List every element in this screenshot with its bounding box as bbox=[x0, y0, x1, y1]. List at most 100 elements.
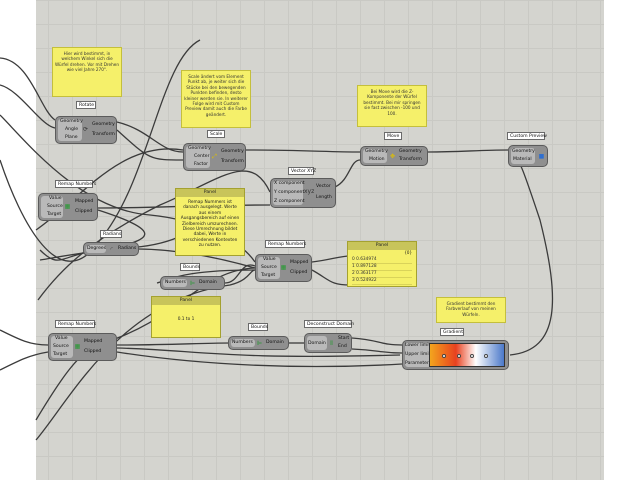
bounds1-component[interactable]: Numbers ⊫ Domain bbox=[160, 276, 225, 290]
vector-output-vector[interactable]: Vector bbox=[316, 184, 331, 189]
gradient-title: Gradient bbox=[440, 328, 464, 336]
panel1-text: Remap Nummers ist danach ausgelegt. Wert… bbox=[180, 200, 240, 249]
move-input-geometry[interactable]: Geometry bbox=[365, 149, 388, 154]
bounds-icon: ⊫ bbox=[256, 340, 263, 347]
remap2-input-value[interactable]: Value bbox=[263, 257, 276, 262]
rotate-input-angle[interactable]: Angle bbox=[65, 127, 79, 132]
panel3-header: Panel bbox=[152, 297, 220, 305]
panel2-row-1: 1 0.897128 bbox=[352, 263, 412, 271]
deconstruct-icon: ⫴ bbox=[330, 340, 333, 347]
panel2-row-3: 3 0.524922 bbox=[352, 277, 412, 285]
scale-output-geometry[interactable]: Geometry bbox=[221, 149, 244, 154]
remap3-output-clipped[interactable]: Clipped bbox=[84, 349, 102, 354]
scale-component[interactable]: Geometry Center Factor ⤢ Geometry Transf… bbox=[183, 143, 246, 171]
gradient-grip[interactable] bbox=[457, 354, 461, 358]
scale-icon: ⤢ bbox=[212, 153, 217, 160]
bounds-icon: ⊫ bbox=[189, 280, 196, 287]
bounds2-input-numbers[interactable]: Numbers bbox=[232, 340, 253, 345]
vector-input-y[interactable]: Y component bbox=[274, 190, 305, 195]
radians-icon: ◜ bbox=[110, 246, 113, 253]
remap3-output-mapped[interactable]: Mapped bbox=[84, 339, 103, 344]
panel2-path: {0} bbox=[404, 250, 412, 255]
bounds1-input-numbers[interactable]: Numbers bbox=[165, 280, 186, 285]
gradient-grip[interactable] bbox=[442, 354, 446, 358]
remap2-input-source[interactable]: Source bbox=[261, 265, 277, 270]
custom-preview-title: Custom Preview bbox=[507, 132, 547, 140]
remap3-input-value[interactable]: Value bbox=[55, 336, 68, 341]
scale-input-center[interactable]: Center bbox=[194, 154, 210, 159]
remap1-input-value[interactable]: Value bbox=[49, 196, 62, 201]
note-angle: Hier wird bestimmt, in welchem Winkel si… bbox=[52, 47, 122, 97]
move-component[interactable]: Geometry Motion ✥ Geometry Transform bbox=[360, 146, 428, 166]
rotate-input-plane[interactable]: Plane bbox=[65, 135, 78, 140]
bounds1-output-domain[interactable]: Domain bbox=[199, 280, 217, 285]
move-input-motion[interactable]: Motion bbox=[369, 157, 385, 162]
remap1-component[interactable]: Value Source Target ▦ Mapped Clipped bbox=[38, 193, 98, 221]
vector-icon: xyz bbox=[304, 188, 315, 195]
remap3-component[interactable]: Value Source Target ▦ Mapped Clipped bbox=[48, 333, 117, 361]
bounds2-title: Bounds bbox=[248, 323, 268, 331]
radians-input-degrees[interactable]: Degrees bbox=[87, 246, 107, 251]
remap2-title: Remap Numbers bbox=[265, 240, 306, 248]
gradient-input-parameter[interactable]: Parameter bbox=[405, 361, 429, 366]
bounds2-output-domain[interactable]: Domain bbox=[266, 340, 284, 345]
panel2-row-2: 2 0.363177 bbox=[352, 270, 412, 278]
gradient-input-upper[interactable]: Upper limit bbox=[405, 352, 431, 357]
custom-preview-input-material[interactable]: Material bbox=[513, 157, 532, 162]
remap2-component[interactable]: Value Source Target ▦ Mapped Clipped bbox=[255, 254, 312, 282]
vector-input-z[interactable]: Z component bbox=[274, 199, 305, 204]
move-output-transform[interactable]: Transform bbox=[399, 157, 422, 162]
gradient-grip[interactable] bbox=[470, 354, 474, 358]
note-gradient: Gradient bestimmt den Farbverlauf von me… bbox=[436, 297, 506, 323]
radians-title: Radians bbox=[100, 230, 122, 238]
remap1-title: Remap Numbers bbox=[55, 180, 96, 188]
radians-output-radians[interactable]: Radians bbox=[118, 246, 137, 251]
vector-xyz-component[interactable]: X component Y component Z component xyz … bbox=[270, 178, 336, 208]
rotate-output-transform[interactable]: Transform bbox=[92, 132, 115, 137]
move-title: Move bbox=[384, 132, 402, 140]
deconstruct-input-domain[interactable]: Domain bbox=[308, 341, 326, 346]
rotate-output-geometry[interactable]: Geometry bbox=[92, 122, 115, 127]
vector-output-length[interactable]: Length bbox=[316, 195, 332, 200]
remap1-output-clipped[interactable]: Clipped bbox=[75, 209, 93, 214]
custom-preview-component[interactable]: Geometry Material ■ bbox=[508, 145, 548, 167]
remap-icon: ▦ bbox=[280, 264, 287, 271]
remap3-input-target[interactable]: Target bbox=[53, 352, 68, 357]
custom-preview-input-geometry[interactable]: Geometry bbox=[512, 149, 535, 154]
panel-values[interactable]: Panel {0} 0 0.634974 1 0.897128 2 0.3631… bbox=[347, 241, 417, 287]
vector-input-x[interactable]: X component bbox=[274, 181, 305, 186]
rotate-title: Rotate bbox=[76, 101, 96, 109]
gradient-color-bar[interactable] bbox=[429, 343, 505, 367]
panel-remap-description[interactable]: Panel Remap Nummers ist danach ausgelegt… bbox=[175, 188, 245, 256]
deconstruct-component[interactable]: Domain ⫴ Start End bbox=[304, 333, 352, 353]
gradient-component[interactable]: Lower limit Upper limit Parameter bbox=[402, 340, 509, 370]
rotate-input-geometry[interactable]: Geometry bbox=[60, 119, 83, 124]
scale-input-geometry[interactable]: Geometry bbox=[188, 146, 211, 151]
bounds1-title: Bounds bbox=[180, 263, 200, 271]
preview-icon: ■ bbox=[538, 153, 545, 160]
panel-range[interactable]: Panel 0.1 to 1 bbox=[151, 296, 221, 338]
move-output-geometry[interactable]: Geometry bbox=[399, 149, 422, 154]
bounds2-component[interactable]: Numbers ⊫ Domain bbox=[228, 336, 289, 350]
right-margin bbox=[604, 0, 640, 480]
remap3-input-source[interactable]: Source bbox=[53, 344, 69, 349]
panel2-row-0: 0 0.634974 bbox=[352, 256, 412, 264]
remap2-output-mapped[interactable]: Mapped bbox=[290, 260, 309, 265]
remap1-input-target[interactable]: Target bbox=[47, 212, 62, 217]
deconstruct-output-start[interactable]: Start bbox=[338, 336, 350, 341]
gradient-grip[interactable] bbox=[484, 354, 488, 358]
scale-input-factor[interactable]: Factor bbox=[194, 162, 209, 167]
radians-component[interactable]: Degrees ◜ Radians bbox=[83, 242, 139, 256]
deconstruct-title: Deconstruct Domain bbox=[304, 320, 354, 328]
rotate-component[interactable]: Geometry Angle Plane ⟳ Geometry Transfor… bbox=[55, 116, 117, 144]
deconstruct-output-end[interactable]: End bbox=[338, 344, 347, 349]
move-icon: ✥ bbox=[389, 153, 396, 160]
remap2-output-clipped[interactable]: Clipped bbox=[290, 270, 308, 275]
remap1-output-mapped[interactable]: Mapped bbox=[75, 199, 94, 204]
scale-output-transform[interactable]: Transform bbox=[221, 159, 244, 164]
gradient-input-lower[interactable]: Lower limit bbox=[405, 343, 431, 348]
rotate-icon: ⟳ bbox=[82, 126, 89, 133]
remap2-input-target[interactable]: Target bbox=[261, 273, 276, 278]
remap1-input-source[interactable]: Source bbox=[47, 204, 63, 209]
